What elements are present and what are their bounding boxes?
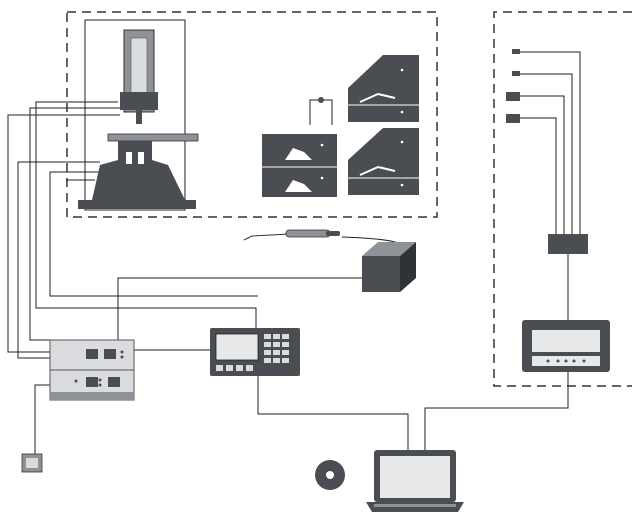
sensor-region — [493, 11, 632, 387]
connection-lines — [7, 51, 581, 455]
foot-switch — [21, 453, 43, 473]
sensor-3 — [506, 92, 520, 101]
fixture-plate-3 — [348, 55, 419, 122]
display-unit — [522, 320, 610, 372]
test-stand-region — [66, 11, 438, 218]
sensors — [506, 49, 520, 123]
junction-box — [362, 242, 416, 292]
hand-probe — [243, 229, 340, 241]
sensor-2 — [512, 71, 520, 76]
test-stand — [78, 19, 199, 211]
software-disc — [315, 460, 345, 490]
sensor-hub — [548, 234, 588, 254]
sensor-1 — [512, 49, 520, 54]
controller-unit — [49, 339, 135, 401]
fixture-plate-4 — [348, 128, 419, 195]
sensor-4 — [506, 114, 520, 123]
fixture-plate-2 — [262, 167, 337, 197]
hmi-terminal — [210, 328, 300, 376]
laptop — [366, 450, 464, 512]
fixture-plates — [262, 55, 419, 197]
